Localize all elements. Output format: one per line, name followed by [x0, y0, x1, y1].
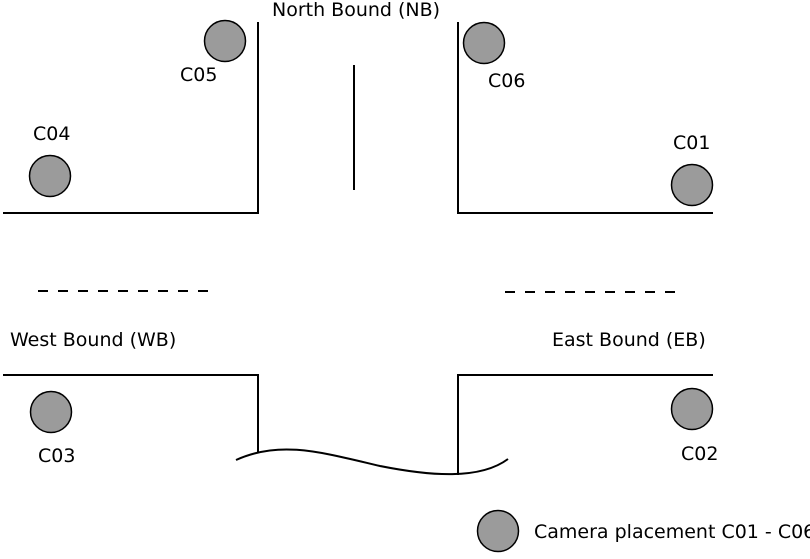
camera-c01-label: C01 — [673, 132, 710, 154]
camera-c01-icon — [672, 165, 713, 206]
east-bound-label: East Bound (EB) — [552, 329, 706, 351]
west-bound-label: West Bound (WB) — [10, 329, 176, 351]
north-bound-label: North Bound (NB) — [272, 0, 440, 21]
legend-text: Camera placement C01 - C06 — [534, 521, 810, 543]
camera-c05-icon — [205, 21, 246, 62]
camera-c03-label: C03 — [38, 445, 75, 467]
camera-c04-label: C04 — [33, 123, 70, 145]
camera-c02-label: C02 — [681, 443, 718, 465]
camera-c02-icon — [672, 389, 713, 430]
camera-c03-icon — [31, 392, 72, 433]
south-break-line — [236, 449, 508, 474]
southeast-curb — [458, 375, 713, 475]
camera-c06-icon — [464, 23, 505, 64]
camera-c05-label: C05 — [180, 64, 217, 86]
legend-camera-icon — [478, 511, 519, 552]
camera-c04-icon — [30, 156, 71, 197]
camera-c06-label: C06 — [488, 70, 525, 92]
legend: Camera placement C01 - C06 — [478, 511, 810, 552]
